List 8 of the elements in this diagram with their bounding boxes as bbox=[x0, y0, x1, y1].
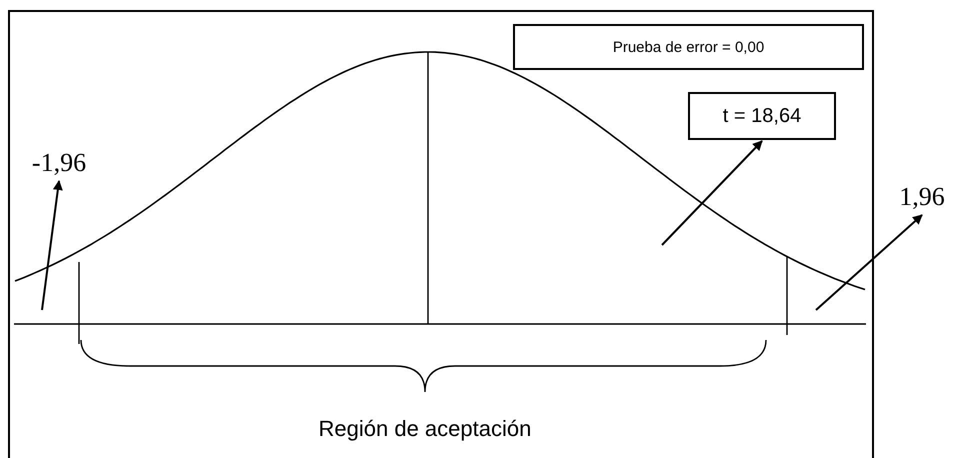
arrow bbox=[661, 140, 763, 246]
statistic-box: t = 18,64 bbox=[688, 92, 836, 140]
region-label: Región de aceptación bbox=[318, 416, 532, 442]
critical-value: -1,96 bbox=[28, 146, 90, 180]
arrow bbox=[41, 180, 63, 310]
result-box: Prueba de error = 0,00 bbox=[513, 24, 864, 70]
critical-value: 1,96 bbox=[892, 180, 952, 214]
arrow bbox=[815, 214, 923, 311]
